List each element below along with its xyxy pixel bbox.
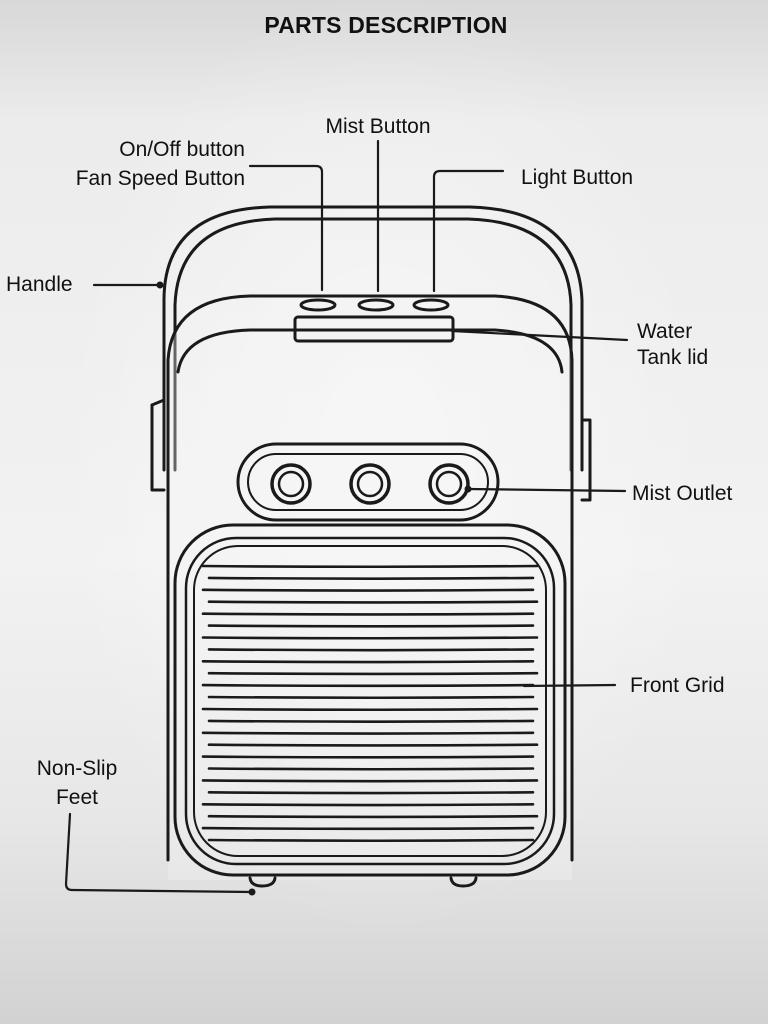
label-mist-outlet: Mist Outlet (632, 482, 733, 505)
grid-slat (201, 660, 535, 664)
grid-slat (201, 826, 535, 831)
grid-slat (207, 576, 535, 580)
label-on-off-button: On/Off button (119, 138, 245, 161)
grid-slat (207, 743, 539, 747)
grid-slat (201, 636, 539, 640)
grid-slat (207, 838, 535, 843)
grid-slat (207, 719, 535, 723)
front-grid-drawing (173, 523, 567, 877)
leader-light-button (432, 169, 505, 293)
grid-slat (201, 612, 535, 616)
non-slip-feet-drawing (248, 876, 478, 888)
label-fan-speed-button: Fan Speed Button (75, 167, 245, 190)
leader-non-slip-feet (64, 812, 254, 894)
mist-outlet-drawing (236, 442, 500, 522)
label-non-slip-feet-line2: Feet (55, 786, 99, 809)
leader-front-grid (522, 683, 617, 688)
label-water-tank-lid-line1: Water (637, 320, 693, 343)
grid-slat (201, 779, 539, 783)
water-tank-lid-drawing (293, 315, 455, 343)
grid-slat (201, 707, 539, 712)
leader-mist-outlet (466, 487, 627, 493)
label-light-button: Light Button (521, 166, 634, 189)
grid-slat (201, 731, 535, 735)
label-water-tank-lid-line2: Tank lid (637, 346, 709, 369)
grid-slat (201, 564, 539, 569)
label-non-slip-feet-line1: Non-Slip (36, 757, 118, 780)
grid-slat (207, 648, 535, 652)
label-handle: Handle (6, 273, 73, 296)
grid-slat (201, 683, 535, 688)
page-title: PARTS DESCRIPTION (264, 12, 508, 38)
grid-slat (207, 767, 535, 771)
grid-slat (201, 588, 535, 592)
grid-slat (207, 814, 539, 819)
grid-slat (201, 803, 535, 807)
grid-slat (201, 755, 535, 759)
grid-slat (207, 600, 539, 604)
leader-lines (64, 139, 629, 894)
grid-slat (207, 695, 535, 700)
handle-drawing (150, 205, 592, 502)
leader-water-tank-lid (450, 329, 629, 342)
top-buttons-drawing (299, 298, 450, 312)
grid-slat (207, 791, 535, 795)
grid-slat (207, 671, 539, 676)
leader-on-off (248, 164, 324, 292)
grid-slat (207, 624, 535, 628)
label-mist-button: Mist Button (325, 115, 431, 138)
leader-dots (156, 281, 472, 896)
label-front-grid: Front Grid (630, 674, 725, 697)
